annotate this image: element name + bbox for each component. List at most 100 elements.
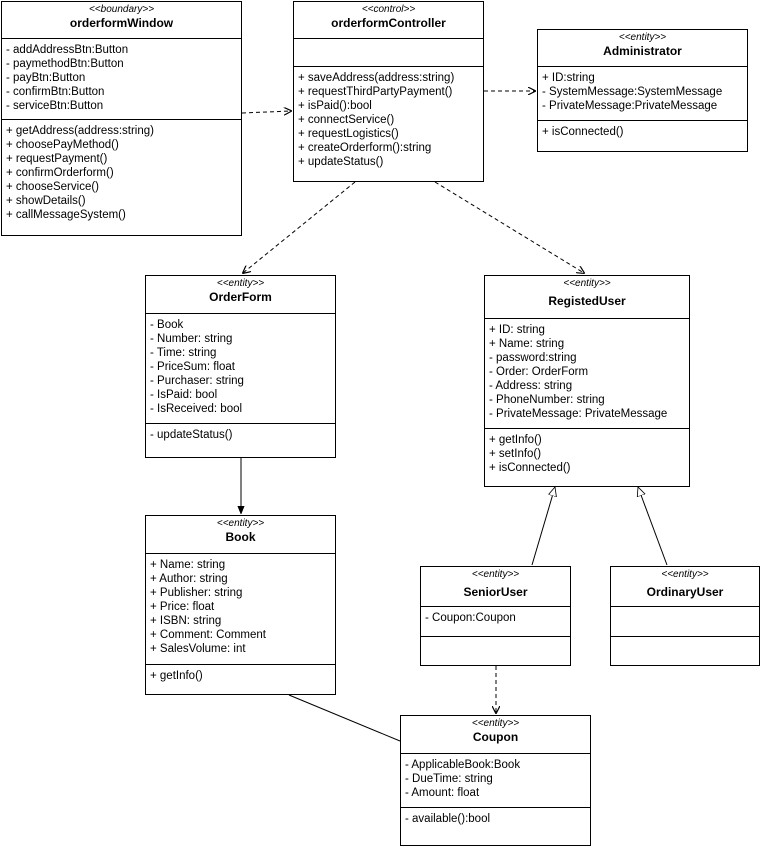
attribute: + ISBN: string — [150, 615, 222, 627]
method: - available():bool — [405, 813, 491, 825]
class-name: OrderForm — [209, 290, 272, 304]
methods-section: - updateStatus() — [146, 424, 335, 442]
class-RegistedUser[interactable]: <<entity>> RegistedUser + ID: string + N… — [484, 275, 690, 487]
class-name: orderformController — [331, 16, 446, 30]
attributes-section: - addAddressBtn:Button - paymethodBtn:Bu… — [2, 39, 241, 120]
methods-section: + isConnected() — [538, 121, 747, 139]
attributes-section: + Name: string + Author: string + Publis… — [146, 554, 335, 665]
attribute: - Amount: float — [405, 787, 480, 799]
dependency-controller-registeduser — [434, 181, 584, 273]
method: + isPaid():bool — [298, 100, 372, 112]
methods-section: + getAddress(address:string) + choosePay… — [2, 120, 241, 222]
attribute: - Number: string — [150, 333, 233, 345]
attributes-section — [611, 607, 759, 637]
class-name: Book — [225, 530, 256, 544]
methods-section: + getInfo() — [146, 665, 335, 683]
attribute: + Price: float — [150, 601, 215, 613]
attribute: - PrivateMessage:PrivateMessage — [542, 100, 718, 112]
attribute: - PriceSum: float — [150, 361, 235, 373]
method: + requestPayment() — [6, 153, 108, 165]
method: + createOrderform():string — [298, 142, 432, 154]
stereotype-label: <<entity>> — [216, 278, 265, 289]
methods-section — [611, 637, 759, 641]
stereotype-label: <<entity>> — [471, 569, 520, 580]
method: + choosePayMethod() — [6, 139, 119, 151]
stereotype-label: <<entity>> — [471, 718, 520, 729]
attribute: - Address: string — [489, 380, 573, 392]
class-OrderForm[interactable]: <<entity>> OrderForm - Book - Number: st… — [145, 275, 336, 458]
attributes-section: - Book - Number: string - Time: string -… — [146, 314, 335, 424]
class-name: OrdinaryUser — [646, 585, 724, 599]
class-orderformController[interactable]: <<control>> orderformController + saveAd… — [293, 1, 484, 182]
class-name: Administrator — [603, 44, 682, 58]
attribute: + Publisher: string — [150, 587, 243, 599]
attribute: + ID: string — [489, 324, 545, 336]
dependency-controller-orderform — [243, 181, 356, 273]
class-Administrator[interactable]: <<entity>> Administrator + ID:string - S… — [537, 29, 748, 152]
stereotype-label: <<entity>> — [216, 518, 265, 529]
method: + requestThirdPartyPayment() — [298, 86, 453, 98]
method: + isConnected() — [542, 126, 624, 138]
class-name: SeniorUser — [463, 585, 528, 599]
attributes-section: + ID: string + Name: string - password:s… — [485, 319, 689, 429]
attribute: - Time: string — [150, 347, 217, 359]
attribute: + Name: string — [150, 559, 226, 571]
class-name: orderformWindow — [69, 16, 174, 30]
dependency-window-controller — [241, 111, 291, 113]
method: + getInfo() — [489, 434, 542, 446]
attribute: + Comment: Comment — [150, 629, 266, 641]
method: + chooseService() — [6, 181, 99, 193]
method: + saveAddress(address:string) — [298, 72, 455, 84]
class-name: Coupon — [472, 730, 519, 744]
attribute: - Purchaser: string — [150, 375, 244, 387]
attribute: - Order: OrderForm — [489, 366, 589, 378]
generalization-ordinary-registed — [638, 487, 668, 566]
class-OrdinaryUser[interactable]: <<entity>> OrdinaryUser — [610, 566, 760, 666]
attribute: - DueTime: string — [405, 773, 493, 785]
attribute: - password:string — [489, 352, 577, 364]
method: + callMessageSystem() — [6, 209, 126, 221]
attribute: - addAddressBtn:Button — [6, 44, 129, 56]
methods-section: + saveAddress(address:string) + requestT… — [294, 67, 483, 169]
methods-section: - available():bool — [401, 808, 590, 826]
attribute: + SalesVolume: int — [150, 643, 246, 655]
attributes-section: - ApplicableBook:Book - DueTime: string … — [401, 754, 590, 808]
method: + connectService() — [298, 114, 395, 126]
attribute: - PhoneNumber: string — [489, 394, 605, 406]
attributes-section: - Coupon:Coupon — [421, 607, 570, 637]
attribute: + Name: string — [489, 338, 565, 350]
method: + requestLogistics() — [298, 128, 399, 140]
attribute: - SystemMessage:SystemMessage — [542, 86, 723, 98]
class-Coupon[interactable]: <<entity>> Coupon - ApplicableBook:Book … — [400, 715, 591, 846]
method: + getInfo() — [150, 670, 203, 682]
generalization-senior-registed — [531, 487, 555, 566]
attribute: - ApplicableBook:Book — [405, 759, 521, 771]
stereotype-label: <<boundary>> — [88, 4, 155, 15]
attribute: - confirmBtn:Button — [6, 86, 105, 98]
methods-section — [421, 637, 570, 641]
stereotype-label: <<entity>> — [563, 278, 611, 289]
method: + getAddress(address:string) — [6, 125, 154, 137]
attribute: + Author: string — [150, 573, 228, 585]
attribute: - serviceBtn:Button — [6, 100, 104, 112]
class-SeniorUser[interactable]: <<entity>> SeniorUser - Coupon:Coupon — [420, 566, 571, 666]
attribute: - paymethodBtn:Button — [6, 58, 124, 70]
attribute: - payBtn:Button — [6, 72, 86, 84]
method: + setInfo() — [489, 448, 542, 460]
attributes-section: + ID:string - SystemMessage:SystemMessag… — [538, 67, 747, 121]
method: - updateStatus() — [150, 429, 233, 441]
attribute: - Coupon:Coupon — [425, 612, 516, 624]
link-book-coupon — [288, 694, 401, 742]
attributes-section — [294, 39, 483, 67]
method: + confirmOrderform() — [6, 167, 114, 179]
stereotype-label: <<control>> — [361, 4, 416, 15]
attribute: + ID:string — [542, 72, 595, 84]
class-Book[interactable]: <<entity>> Book + Name: string + Author:… — [145, 515, 336, 695]
stereotype-label: <<entity>> — [661, 569, 709, 580]
class-name: RegistedUser — [548, 294, 626, 308]
class-orderformWindow[interactable]: <<boundary>> orderformWindow - addAddres… — [1, 1, 242, 236]
attribute: - PrivateMessage: PrivateMessage — [489, 408, 668, 420]
method: + isConnected() — [489, 462, 571, 474]
method: + updateStatus() — [298, 156, 384, 168]
